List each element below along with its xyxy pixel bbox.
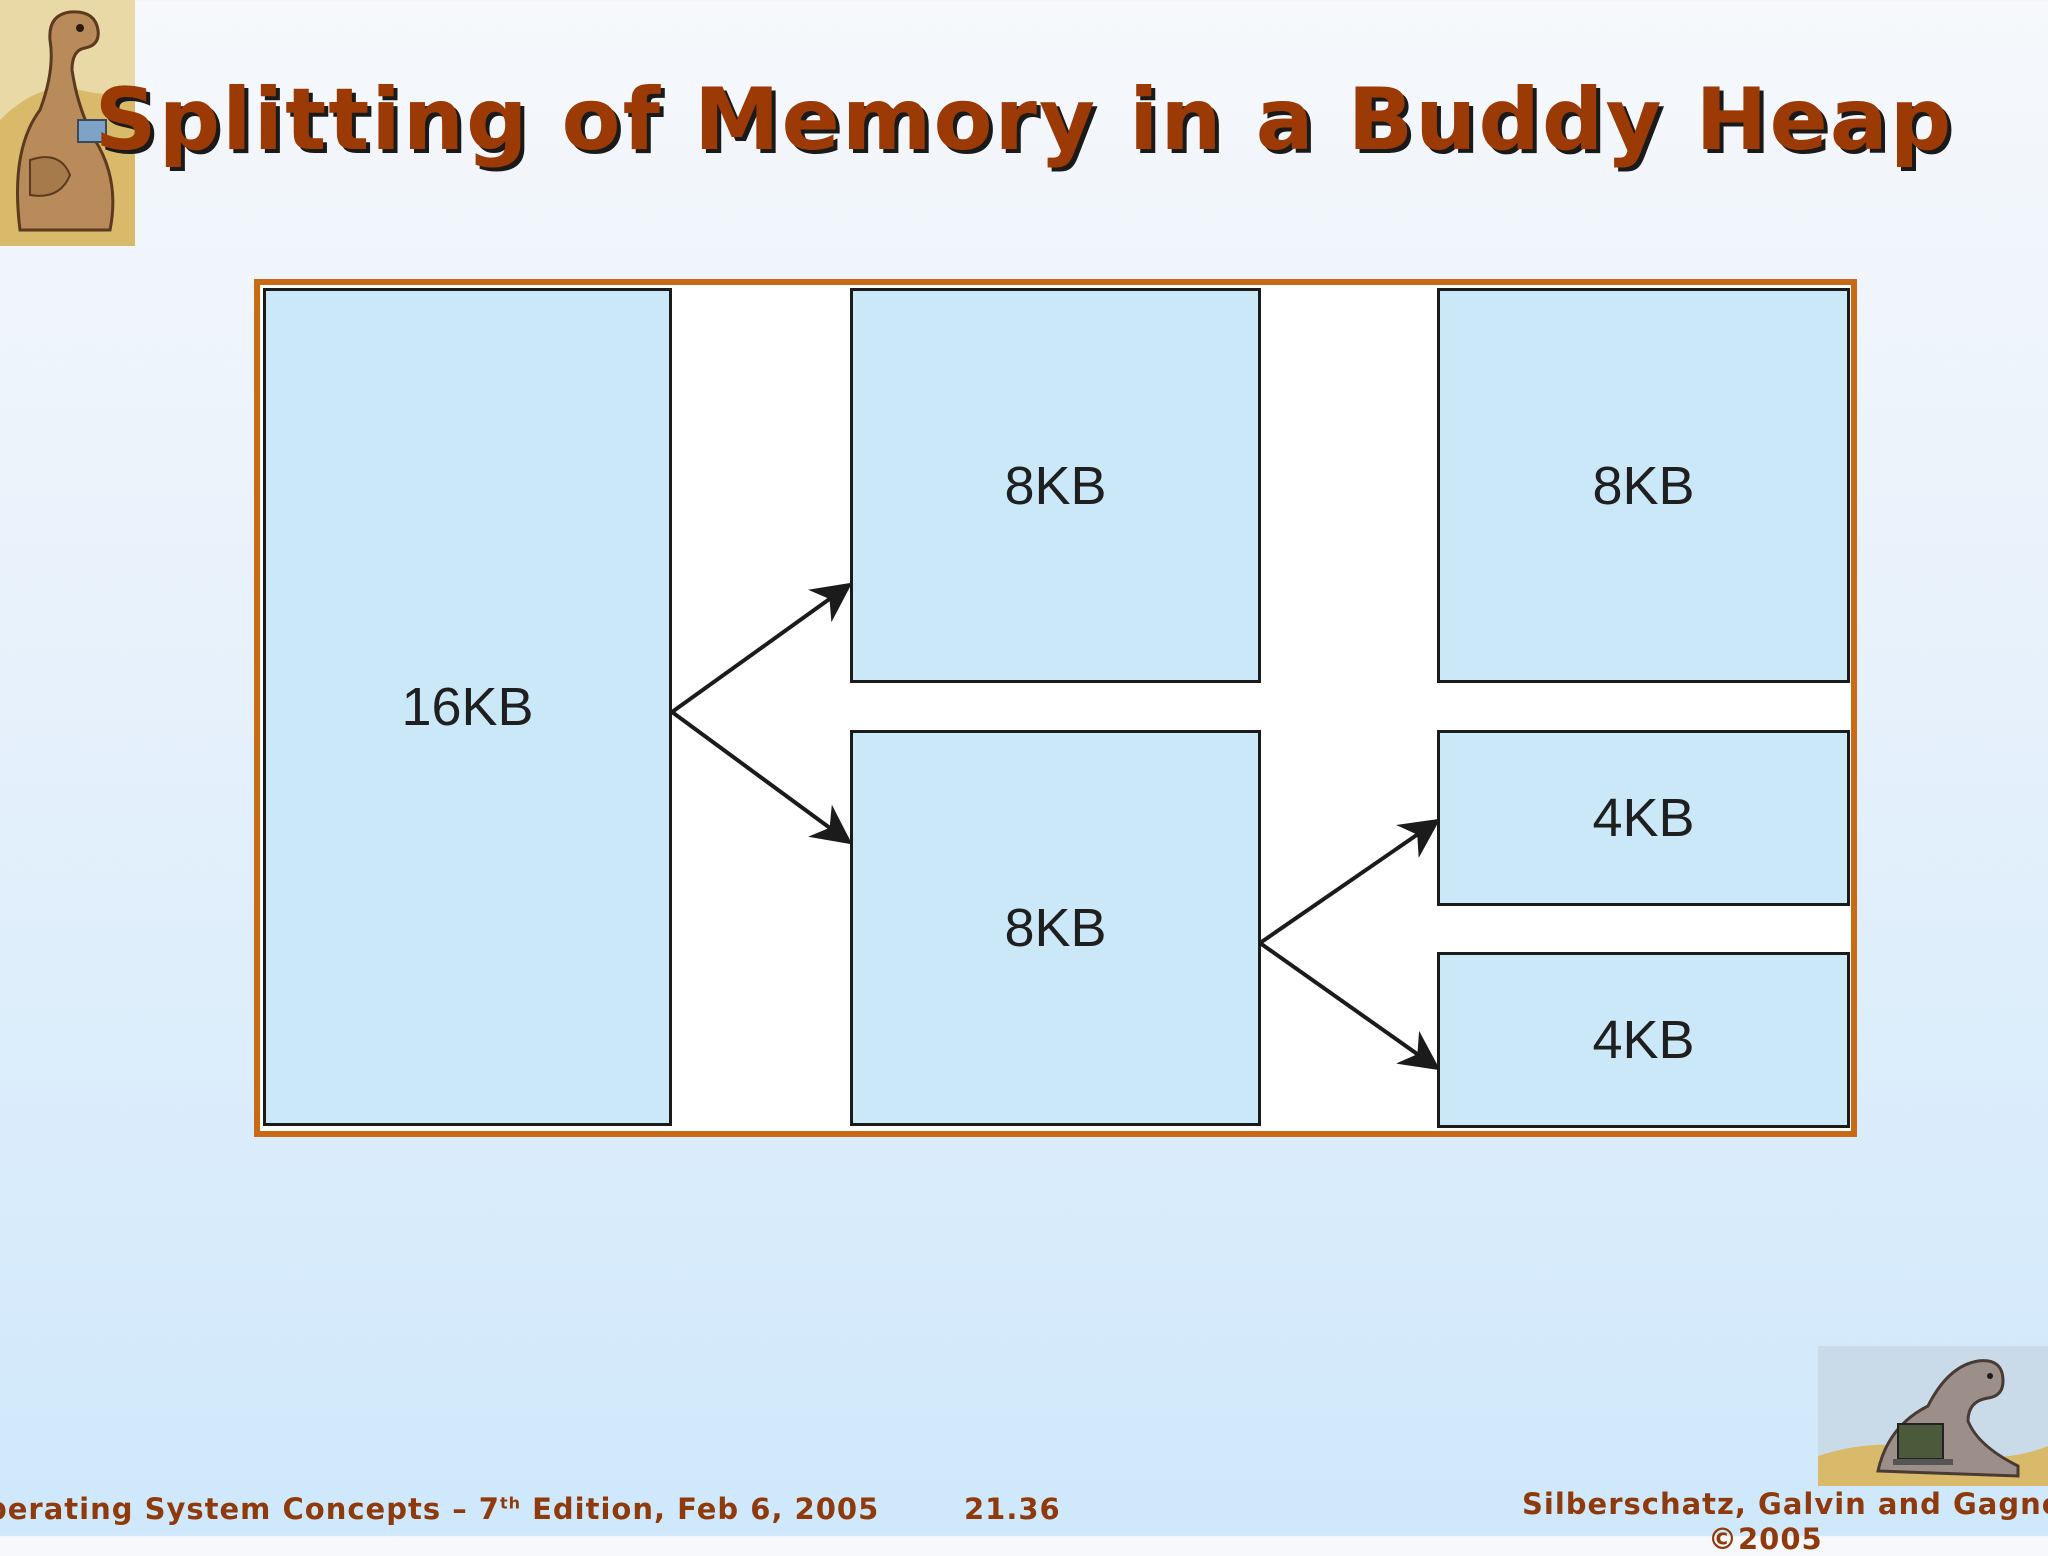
dinosaur-laptop-illustration bbox=[1818, 1346, 2048, 1486]
block-label: 4KB bbox=[1592, 788, 1695, 848]
memory-block-8kb-bottom: 8KB bbox=[850, 730, 1261, 1126]
dinosaur-reading-illustration bbox=[0, 0, 135, 246]
arrow-16kb-to-8kb-bottom bbox=[670, 710, 853, 845]
arrow-8kb-to-4kb-bottom bbox=[1258, 941, 1441, 1071]
memory-block-16kb: 16KB bbox=[263, 288, 672, 1126]
block-label: 16KB bbox=[401, 677, 534, 737]
memory-block-8kb-top: 8KB bbox=[850, 288, 1261, 683]
footer-edition-superscript: th bbox=[499, 1493, 522, 1513]
split-arrows bbox=[670, 582, 1441, 1071]
slide-number: 21.36 bbox=[964, 1492, 1061, 1526]
buddy-heap-diagram: 16KB 8KB 8KB 8KB 4KB 4KB bbox=[254, 279, 1857, 1137]
footer-course-text: perating System Concepts – 7 bbox=[0, 1492, 500, 1526]
block-label: 8KB bbox=[1004, 898, 1107, 958]
footer-course-info: perating System Concepts – 7th Edition, … bbox=[0, 1492, 879, 1526]
footer-copyright-year: ©2005 bbox=[1708, 1522, 1823, 1556]
block-label: 8KB bbox=[1004, 455, 1107, 516]
block-label: 8KB bbox=[1592, 455, 1695, 516]
memory-block-4kb-top: 4KB bbox=[1437, 730, 1850, 906]
arrow-8kb-to-4kb-top bbox=[1258, 818, 1441, 945]
memory-block-8kb-right: 8KB bbox=[1437, 288, 1850, 683]
block-label: 4KB bbox=[1592, 1010, 1695, 1070]
arrow-16kb-to-8kb-top bbox=[670, 582, 853, 714]
footer-authors: Silberschatz, Galvin and Gagne bbox=[1522, 1487, 2048, 1521]
footer-edition-text: Edition, Feb 6, 2005 bbox=[521, 1492, 880, 1526]
memory-block-4kb-bottom: 4KB bbox=[1437, 952, 1850, 1128]
slide-title: Splitting of Memory in a Buddy Heap bbox=[94, 70, 1954, 170]
